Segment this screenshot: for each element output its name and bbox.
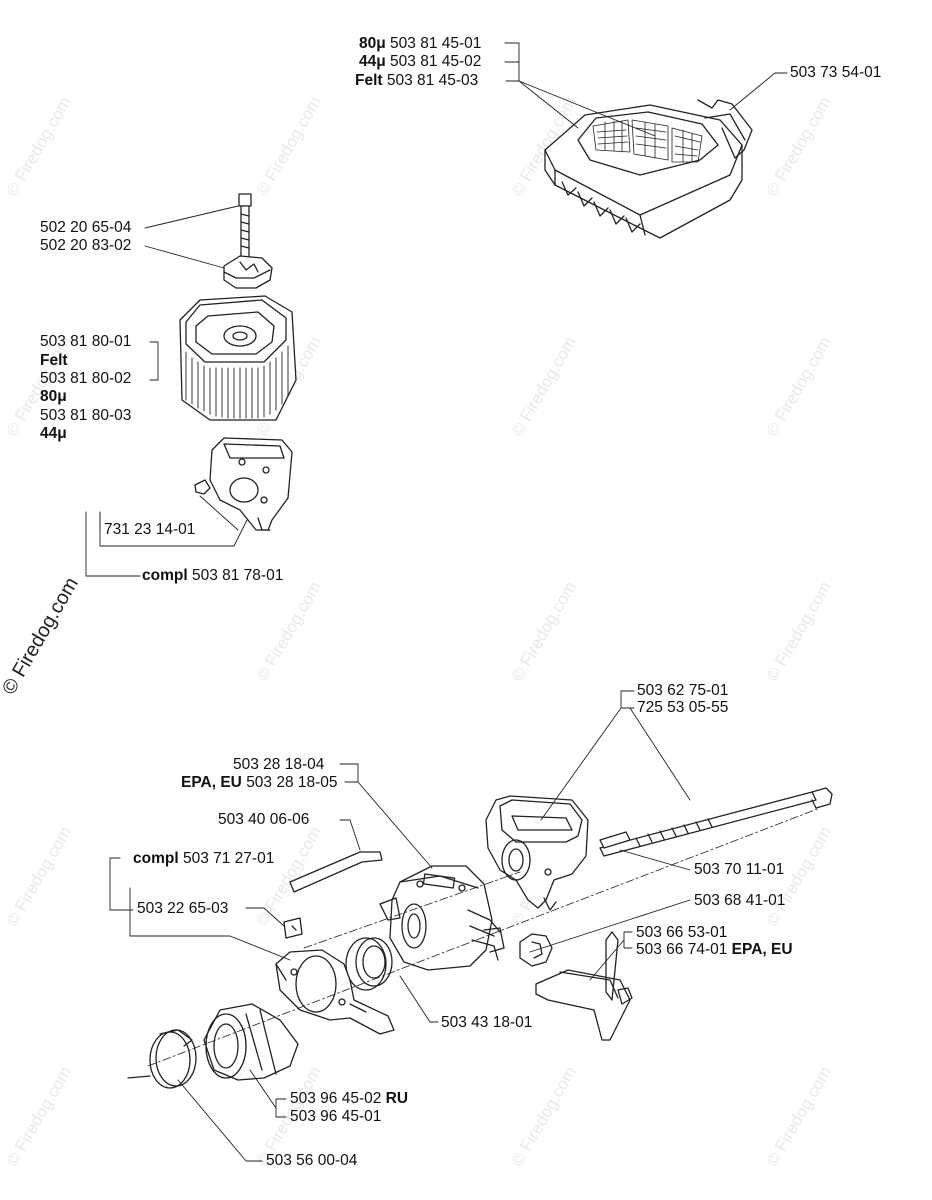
part-label-80: 80μ 503 81 45-01 (359, 35, 482, 52)
hose-clamp-drawing (127, 1029, 197, 1089)
part-note-44: 44μ (40, 425, 67, 442)
part-label-intake1: 503 96 45-02 RU (290, 1090, 409, 1107)
part-label-bolt: 502 20 65-04 (40, 219, 132, 236)
part-label-44: 44μ 503 81 45-02 (359, 53, 482, 70)
part-label-carb1: 503 62 75-01 (637, 682, 729, 699)
part-note-80: 80μ (40, 388, 67, 405)
part-label-carbB: EPA, EU 503 28 18-05 (181, 774, 338, 791)
part-label-filter3: 503 81 80-03 (40, 407, 132, 424)
part-label-intake2: 503 96 45-01 (290, 1108, 382, 1125)
part-label-cover: 503 73 54-01 (790, 64, 882, 81)
part-label-nut: 502 20 83-02 (40, 237, 132, 254)
part-label-choke1: 503 66 53-01 (636, 924, 728, 941)
part-label-clamp: 503 56 00-04 (266, 1152, 358, 1169)
part-label-filter2: 503 81 80-02 (40, 370, 132, 387)
part-label-filter1: 503 81 80-01 (40, 333, 132, 350)
nut-drawing (223, 255, 273, 289)
part-label-choke2: 503 66 74-01 EPA, EU (636, 941, 793, 958)
part-label-pin: 503 70 11-01 (694, 861, 785, 878)
part-label-grommet: 503 22 65-03 (137, 900, 229, 917)
part-label-carb2: 725 53 05-55 (637, 699, 729, 716)
part-label-compl2: compl 503 71 27-01 (133, 850, 275, 867)
part-note-felt: Felt (40, 352, 68, 369)
spacer-ring-drawing (345, 937, 393, 991)
filter-adapter-drawing (194, 437, 293, 531)
air-filter-drawing (179, 295, 297, 421)
intake-boot-drawing (203, 1003, 299, 1081)
bolt-drawing (238, 193, 252, 263)
filter-cover-drawing (544, 99, 753, 239)
leader-lines (504, 42, 788, 137)
carburetor-drawing (379, 865, 505, 971)
intake-manifold-drawing (485, 795, 589, 911)
flange-drawing (275, 949, 395, 1035)
part-label-nut2: 731 23 14-01 (104, 521, 196, 538)
choke-lever-drawing (535, 931, 633, 1041)
part-label-hose: 503 40 06-06 (218, 811, 310, 828)
part-label-compl: compl 503 81 78-01 (142, 567, 284, 584)
part-label-carbA: 503 28 18-04 (233, 756, 325, 773)
part-label-felt: Felt 503 81 45-03 (355, 72, 479, 89)
part-label-clip: 503 68 41-01 (694, 892, 786, 909)
fuel-hose-drawing (289, 851, 383, 893)
long-bolt-drawing (599, 787, 833, 857)
part-label-ring: 503 43 18-01 (441, 1014, 533, 1031)
